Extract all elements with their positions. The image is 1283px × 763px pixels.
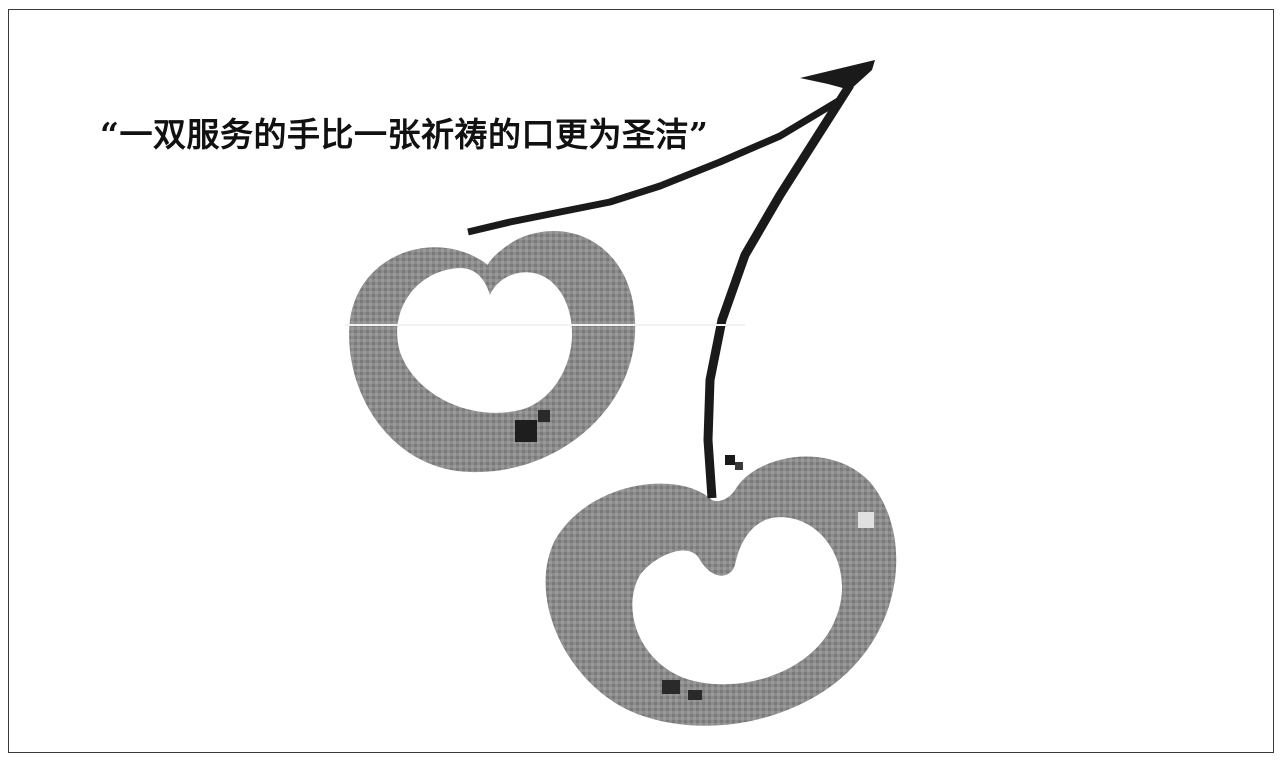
stem-top [800,60,875,90]
right-cherry-body [545,456,897,726]
right-stem [703,82,854,499]
left-stem [467,96,842,236]
illustration-frame [8,9,1274,753]
quote-caption: “一双服务的手比一张祈祷的口更为圣洁” [100,115,709,154]
left-cherry [349,230,636,473]
left-cherry-body [349,230,636,473]
left-cherry-shadow [515,420,537,442]
right-cherry [545,456,897,726]
cherry-stems [467,60,875,499]
